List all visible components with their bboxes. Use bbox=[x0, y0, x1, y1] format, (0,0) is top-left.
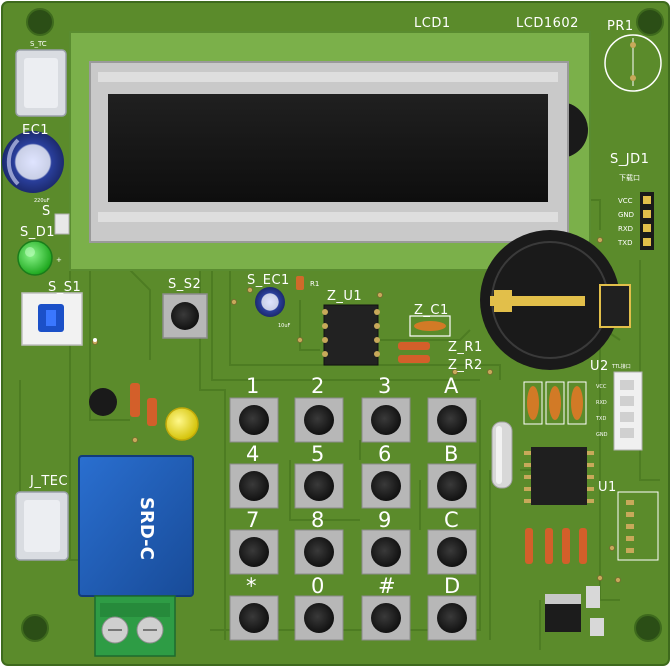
u2-txd: TXD bbox=[595, 416, 606, 422]
jd1-txd: TXD bbox=[617, 239, 632, 247]
vias bbox=[92, 237, 621, 583]
key-label: 5 bbox=[311, 442, 324, 466]
j-tec-usb-connector bbox=[15, 491, 69, 561]
s-d1-led bbox=[17, 240, 53, 276]
z-c1-label: Z_C1 bbox=[414, 303, 449, 318]
ceramic-caps bbox=[523, 381, 587, 425]
u2-gnd: GND bbox=[596, 432, 608, 438]
s-jd1-label: S_JD1 bbox=[610, 152, 649, 167]
key-0[interactable]: 0 bbox=[294, 574, 344, 641]
s-s1-label: S_S1 bbox=[48, 280, 81, 295]
key-label: B bbox=[444, 442, 458, 466]
s-tc-label: S_TC bbox=[30, 40, 47, 48]
key-label: # bbox=[378, 574, 396, 598]
key-label: 8 bbox=[311, 508, 324, 532]
s-label: S bbox=[42, 204, 51, 219]
z-u1-ic bbox=[322, 304, 380, 366]
battery-holder bbox=[480, 230, 631, 370]
voltage-regulator bbox=[545, 586, 604, 636]
key-7[interactable]: 7 bbox=[229, 508, 279, 575]
key-label: D bbox=[444, 574, 460, 598]
s-tc-usb-connector bbox=[15, 49, 67, 117]
lcd-ref-label: LCD1 bbox=[414, 16, 451, 31]
s-s2-button bbox=[162, 293, 208, 339]
key-b[interactable]: B bbox=[427, 442, 477, 509]
terminal-block bbox=[94, 595, 176, 657]
download-label: 下载口 bbox=[619, 173, 640, 182]
u1-label: U1 bbox=[598, 480, 617, 495]
jd1-gnd: GND bbox=[618, 211, 634, 219]
ttl-port-label: TTL接口 bbox=[611, 363, 631, 370]
transistor-and-resistors bbox=[89, 383, 199, 441]
key-5[interactable]: 5 bbox=[294, 442, 344, 509]
s-d1-label: S_D1 bbox=[20, 225, 55, 240]
s-s1-switch bbox=[21, 292, 97, 346]
lcd1602-module bbox=[69, 31, 591, 271]
key-c[interactable]: C bbox=[427, 508, 477, 575]
j-tec-label: J_TEC bbox=[29, 474, 68, 489]
r1-label: R1 bbox=[310, 280, 319, 288]
s-ec1-label: S_EC1 bbox=[247, 273, 290, 288]
pr1-label: PR1 bbox=[607, 19, 634, 34]
key-label: 9 bbox=[378, 508, 391, 532]
key-star[interactable]: * bbox=[229, 574, 279, 641]
key-hash[interactable]: # bbox=[361, 574, 411, 641]
key-label: * bbox=[246, 574, 257, 598]
crystal-oscillator bbox=[491, 421, 513, 489]
u2-ttl-header bbox=[613, 371, 643, 451]
srd-c-relay bbox=[78, 455, 194, 597]
ec1-label: EC1 bbox=[22, 123, 49, 138]
s-resistor-small bbox=[54, 213, 70, 235]
s-s2-label: S_S2 bbox=[168, 277, 201, 292]
mcu-chip bbox=[524, 447, 594, 505]
z-r2-label: Z_R2 bbox=[448, 358, 483, 373]
z-c1-capacitor bbox=[409, 315, 451, 337]
key-label: 2 bbox=[311, 374, 324, 398]
ec1-value: 220uF bbox=[34, 198, 50, 204]
key-8[interactable]: 8 bbox=[294, 508, 344, 575]
key-label: A bbox=[444, 374, 459, 398]
s-ec1-value: 10uF bbox=[278, 323, 291, 329]
u2-label: U2 bbox=[590, 359, 609, 374]
s-d1-plus: + bbox=[56, 256, 62, 264]
key-a[interactable]: A bbox=[427, 374, 477, 443]
z-r1-label: Z_R1 bbox=[448, 340, 483, 355]
s-jd1-header bbox=[640, 192, 654, 250]
z-r-resistors bbox=[398, 342, 430, 363]
ec1-capacitor bbox=[2, 131, 64, 193]
key-label: 6 bbox=[378, 442, 391, 466]
pr1-potentiometer bbox=[604, 34, 662, 92]
key-label: 7 bbox=[246, 508, 259, 532]
jd1-rxd: RXD bbox=[618, 225, 633, 233]
keypad-grid: 1 2 3 A 4 5 6 bbox=[229, 374, 477, 641]
relay-model-label: SRD-C bbox=[136, 497, 157, 560]
jd1-vcc: VCC bbox=[618, 197, 633, 205]
u1-header bbox=[617, 491, 659, 561]
key-label: 1 bbox=[246, 374, 259, 398]
s-ec1-capacitor bbox=[255, 287, 285, 317]
key-label: 0 bbox=[311, 574, 324, 598]
u2-rxd: RXD bbox=[596, 400, 607, 406]
key-label: 4 bbox=[246, 442, 259, 466]
key-2[interactable]: 2 bbox=[294, 374, 344, 443]
key-4[interactable]: 4 bbox=[229, 442, 279, 509]
mounting-holes bbox=[21, 8, 664, 642]
key-d[interactable]: D bbox=[427, 574, 477, 641]
lcd-screen bbox=[108, 94, 548, 202]
r1-resistor bbox=[296, 276, 304, 290]
key-label: 3 bbox=[378, 374, 391, 398]
key-9[interactable]: 9 bbox=[361, 508, 411, 575]
key-1[interactable]: 1 bbox=[229, 374, 279, 443]
key-6[interactable]: 6 bbox=[361, 442, 411, 509]
key-label: C bbox=[444, 508, 459, 532]
lcd-model-label: LCD1602 bbox=[516, 16, 579, 31]
z-u1-label: Z_U1 bbox=[327, 289, 362, 304]
resistor-row bbox=[525, 528, 587, 564]
u2-vcc: VCC bbox=[596, 384, 607, 390]
key-3[interactable]: 3 bbox=[361, 374, 411, 443]
